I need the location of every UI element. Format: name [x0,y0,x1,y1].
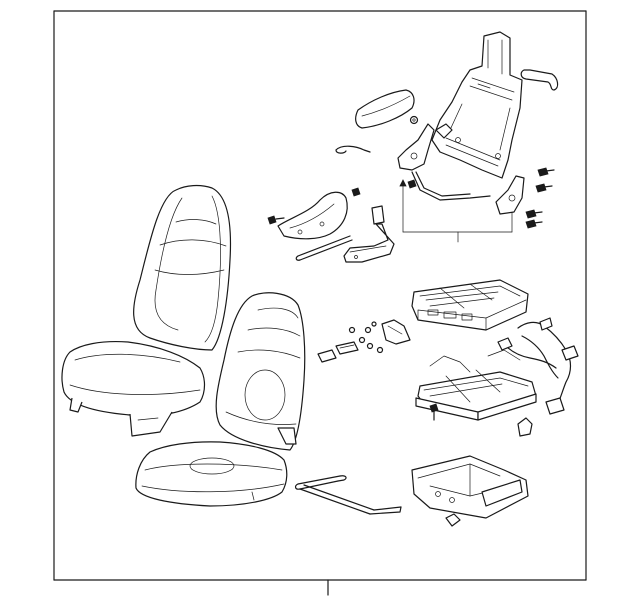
clip [517,417,533,437]
seat-cushion-pad [135,441,288,507]
headrest-guide [520,69,559,91]
seat-cushion-cover [61,340,206,437]
seat-track [415,349,537,421]
seat-back-frame [431,31,523,179]
armrest [355,89,415,129]
seat-back-cover [133,184,232,351]
side-shield [295,235,353,261]
seat-back-pad [215,292,306,451]
callout-bracket [399,179,516,243]
wire-rod [294,475,402,515]
recliner-handle [277,191,348,240]
cushion-frame [411,279,529,331]
seat-riser [411,455,529,527]
wire-harness [497,317,579,415]
armrest-bracket [335,115,419,154]
switch-assembly [317,319,411,363]
recliner-mechanism [397,123,525,215]
diagram-frame [53,10,587,596]
seat-belt-buckle [343,205,395,263]
bolts [267,167,555,229]
